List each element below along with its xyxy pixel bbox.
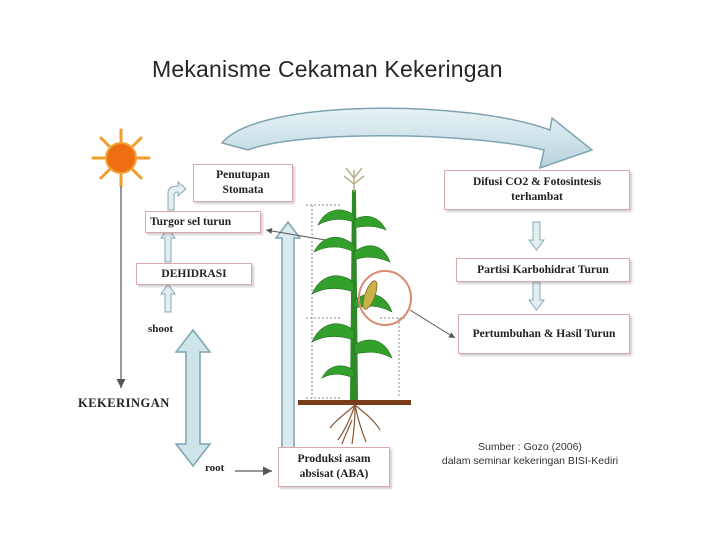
aba-upward-arrow (274, 220, 302, 449)
arrow-shoot-to-dehidrasi (160, 283, 176, 313)
height-indicator (306, 204, 405, 399)
arrow-difusi-to-partisi (528, 221, 545, 251)
box-turgor-sel-turun: Turgor sel turun (145, 211, 261, 233)
arrow-dehidrasi-to-turgor (160, 227, 176, 263)
label-shoot: shoot (148, 323, 174, 335)
source-line-1: Sumber : Gozo (2006) (478, 441, 582, 453)
box-pertumbuhan-hasil: Pertumbuhan & Hasil Turun (458, 314, 630, 354)
corn-plant-illustration (298, 167, 412, 445)
box-difusi-co2: Difusi CO2 & Fotosintesis terhambat (444, 170, 630, 210)
source-line-2: dalam seminar kekeringan BISI-Kediri (441, 455, 619, 467)
source-credit: Sumber : Gozo (2006) dalam seminar keker… (420, 440, 640, 468)
box-partisi-karbohidrat: Partisi Karbohidrat Turun (456, 258, 630, 282)
box-produksi-aba: Produksi asam absisat (ABA) (278, 447, 390, 487)
arrow-partisi-to-pertumbuhan (528, 281, 545, 311)
shoot-root-double-arrow (174, 328, 212, 468)
box-dehidrasi: DEHIDRASI (136, 263, 252, 285)
page-title: Mekanisme Cekaman Kekeringan (152, 56, 503, 82)
box-penutupan-stomata: Penutupan Stomata (193, 164, 293, 202)
cob-to-pertumbuhan-line (409, 309, 456, 339)
arrow-turgor-to-penutupan (167, 180, 187, 211)
label-kekeringan: KEKERINGAN (78, 396, 170, 410)
sun-icon (91, 128, 151, 188)
curved-arrow-top (220, 107, 594, 170)
label-root: root (205, 462, 225, 474)
